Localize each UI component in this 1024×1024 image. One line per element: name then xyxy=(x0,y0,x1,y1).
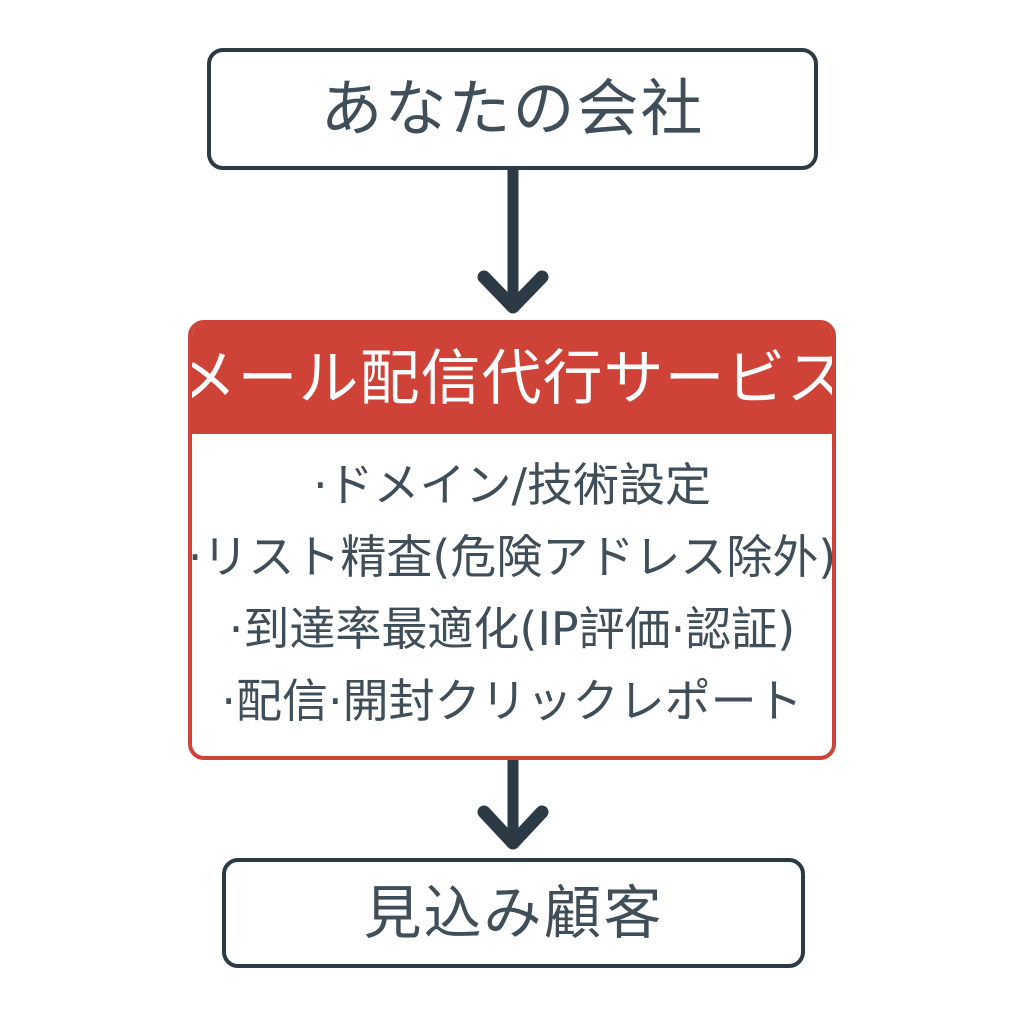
node-prospective-customer-label: 見込み顧客 xyxy=(363,879,664,947)
arrow-head-chevron xyxy=(477,270,549,314)
service-list-item: ·リスト精査(危険アドレス除外) xyxy=(188,529,836,584)
node-email-delivery-service[interactable]: メール配信代行サービス ·ドメイン/技術設定 ·リスト精査(危険アドレス除外) … xyxy=(188,320,836,760)
node-email-delivery-service-body: ·ドメイン/技術設定 ·リスト精査(危険アドレス除外) ·到達率最適化(IP評価… xyxy=(192,434,832,756)
node-prospective-customer[interactable]: 見込み顧客 xyxy=(222,858,805,968)
node-your-company-label: あなたの会社 xyxy=(320,72,705,145)
arrow-head-chevron xyxy=(477,805,549,850)
service-list-item: ·配信·開封クリックレポート xyxy=(221,674,803,729)
node-email-delivery-service-header-label: メール配信代行サービス xyxy=(188,344,836,414)
service-list-item: ·ドメイン/技術設定 xyxy=(312,457,712,512)
node-email-delivery-service-header: メール配信代行サービス xyxy=(192,324,832,434)
node-your-company[interactable]: あなたの会社 xyxy=(207,48,818,170)
service-list-item: ·到達率最適化(IP評価·認証) xyxy=(228,602,796,656)
